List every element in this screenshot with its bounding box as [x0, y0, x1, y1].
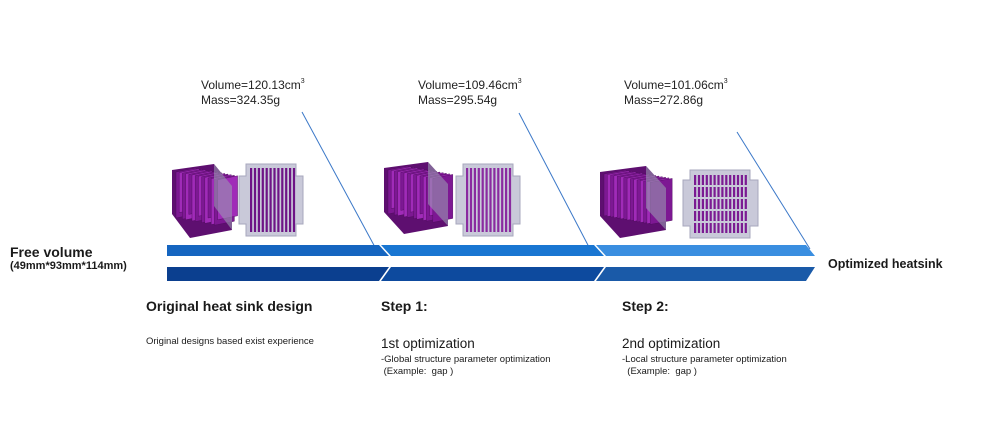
stage-1-description: Original designs based exist experience [146, 336, 314, 347]
stage-2-specs: Volume=109.46cm3 Mass=295.54g [418, 78, 522, 108]
stage-1-mass: Mass=324.35g [201, 93, 281, 107]
stage-3-description: -Local structure parameter optimization … [622, 354, 787, 378]
arrow-chevron-2 [391, 256, 607, 267]
stage-1-volume: Volume=120.13cm3 [201, 78, 305, 92]
heatsink-top-step2 [682, 169, 759, 239]
stage-2-mass: Mass=295.54g [418, 93, 498, 107]
heatsink-3d-original [172, 164, 238, 238]
arrow-segment-bottom-1 [167, 267, 389, 281]
stage-2-subtitle: 1st optimization [381, 336, 475, 351]
stage-2-volume: Volume=109.46cm3 [418, 78, 522, 92]
heatsink-3d-step2 [600, 166, 673, 238]
process-arrow [167, 245, 818, 281]
stage-2-description-line-1: -Global structure parameter optimization [381, 354, 551, 365]
callout-line-1 [301, 111, 377, 250]
heatsink-3d-step1 [384, 162, 453, 234]
heatsink-top-step1 [455, 163, 521, 237]
arrow-segment-bottom-2 [381, 267, 604, 281]
arrow-segment-bottom-3 [596, 267, 815, 281]
stage-1-title: Original heat sink design [146, 298, 313, 314]
stage-3-subtitle: 2nd optimization [622, 336, 721, 351]
output-label: Optimized heatsink [828, 257, 943, 271]
stage-2-description-line-2: (Example: gap ) [381, 366, 454, 377]
stage-2-description: -Global structure parameter optimization… [381, 354, 551, 378]
stage-3-mass: Mass=272.86g [624, 93, 704, 107]
heatsink-top-original [238, 163, 304, 237]
callout-line-2 [518, 112, 591, 250]
stage-3-specs: Volume=101.06cm3 Mass=272.86g [624, 78, 728, 108]
stage-3-volume: Volume=101.06cm3 [624, 78, 728, 92]
input-label: Free volume (49mm*93mm*114mm) [10, 244, 127, 272]
arrow-segment-top-2 [381, 245, 604, 256]
arrow-chevron-1 [167, 256, 392, 267]
callout-line-3 [736, 131, 811, 250]
stage-1-specs: Volume=120.13cm3 Mass=324.35g [201, 78, 305, 108]
stage-3-description-line-2: (Example: gap ) [622, 366, 697, 377]
stage-2-title: Step 1: [381, 298, 428, 314]
input-title: Free volume [10, 244, 93, 260]
arrow-segment-top-3 [596, 245, 815, 256]
stage-3-title: Step 2: [622, 298, 669, 314]
input-dimensions: (49mm*93mm*114mm) [10, 260, 127, 272]
stage-3-description-line-1: -Local structure parameter optimization [622, 354, 787, 365]
arrow-chevron-3 [606, 256, 818, 267]
arrow-segment-top-1 [167, 245, 389, 256]
